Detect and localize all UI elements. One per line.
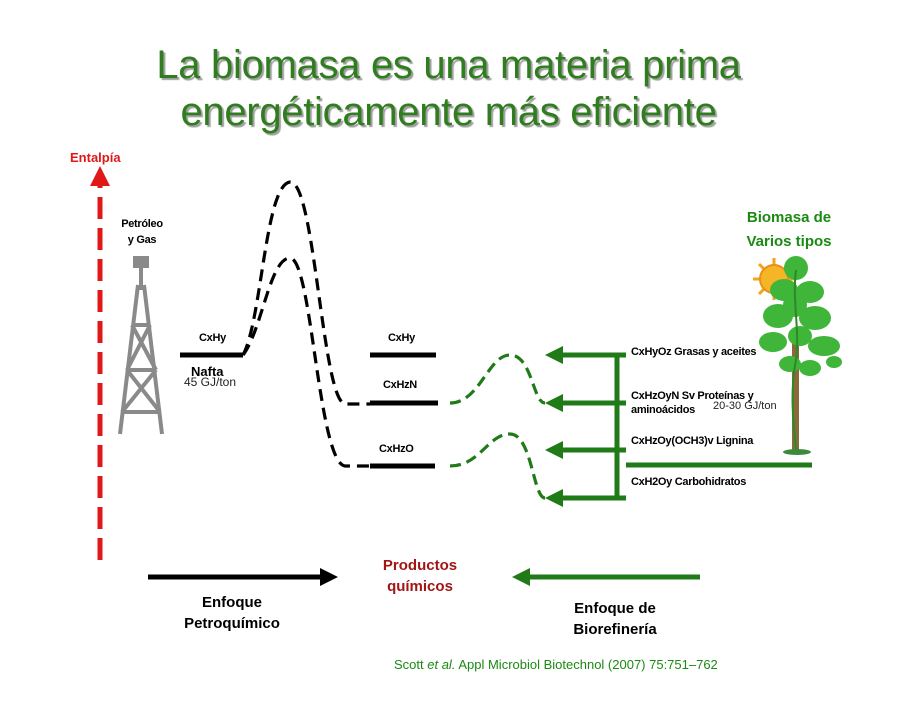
biorefinery-pathways: [449, 353, 546, 500]
biomass-label: Biomasa de Varios tipos: [735, 206, 843, 254]
biomass-label-line2: Varios tipos: [746, 233, 832, 250]
slide-title-line2: energéticamente más eficiente: [180, 90, 717, 134]
petroleum-source-label: Petróleo y Gas: [110, 216, 174, 248]
tree-icon: [759, 256, 842, 455]
slide-title-line1: La biomasa es una materia prima: [156, 43, 741, 87]
citation-etal: et al.: [427, 657, 456, 672]
biomass-label-line1: Biomasa de: [746, 209, 832, 226]
biomass-arrows: [545, 346, 812, 507]
component-carbohydrates-name: Carbohidratos: [674, 476, 747, 488]
biorefinery-approach-line1: Enfoque de: [574, 600, 656, 617]
enthalpy-axis-label: Entalpía: [70, 150, 121, 165]
biomass-energy: 20-30 GJ/ton: [713, 400, 777, 412]
petrochemical-approach-label: Enfoque Petroquímico: [170, 592, 294, 634]
nafta-energy: 45 GJ/ton: [184, 375, 237, 389]
biorefinery-approach-arrow: [512, 568, 700, 586]
component-fats-name: Grasas y aceites: [674, 346, 757, 358]
component-carbohydrates-formula: CxH2Oy: [631, 476, 672, 488]
component-fats: CxHyOz Grasas y aceites: [631, 346, 757, 358]
petroleum-source-line1: Petróleo: [121, 218, 163, 230]
chemical-products-line1: Productos: [382, 557, 458, 574]
nafta-label: Nafta: [191, 364, 224, 379]
enthalpy-axis-arrow: [90, 166, 110, 560]
citation-authors: Scott: [394, 657, 424, 672]
component-proteins-name-line2: aminoácidos: [631, 404, 695, 416]
petrochemical-approach-line1: Enfoque: [202, 594, 262, 611]
chemical-products-label: Productos químicos: [364, 555, 476, 597]
citation: Scott et al. Appl Microbiol Biotechnol (…: [394, 657, 718, 672]
petrochemical-approach-line2: Petroquímico: [184, 615, 280, 632]
slide-title: La biomasa es una materia prima energéti…: [0, 42, 897, 136]
petroleum-source-line2: y Gas: [127, 234, 157, 246]
energy-levels: [180, 352, 438, 469]
component-lignin-name: Lignina: [716, 435, 754, 447]
component-fats-formula: CxHyOz: [631, 346, 672, 358]
component-proteins: CxHzOyN Sv Proteínas y aminoácidos: [631, 389, 754, 417]
component-proteins-formula: CxHzOyN Sv: [631, 390, 695, 402]
biorefinery-approach-line2: Biorefinería: [573, 621, 657, 638]
product-formula-1: CxHy: [388, 332, 415, 344]
component-lignin: CxHzOy(OCH3)v Lignina: [631, 435, 753, 447]
chemical-products-line2: químicos: [387, 578, 453, 595]
citation-source: Appl Microbiol Biotechnol (2007) 75:751–…: [458, 657, 718, 672]
petrochemical-pathways: [241, 180, 370, 468]
component-lignin-formula: CxHzOy(OCH3)v: [631, 435, 714, 447]
product-formula-2: CxHzN: [383, 379, 417, 391]
component-carbohydrates: CxH2Oy Carbohidratos: [631, 476, 746, 488]
petrochemical-approach-arrow: [148, 568, 338, 586]
nafta-formula: CxHy: [199, 332, 226, 344]
biorefinery-approach-label: Enfoque de Biorefinería: [553, 598, 677, 640]
product-formula-3: CxHzO: [379, 443, 414, 455]
component-proteins-name: Proteínas y: [697, 390, 754, 402]
oil-derrick-icon: [118, 256, 164, 435]
